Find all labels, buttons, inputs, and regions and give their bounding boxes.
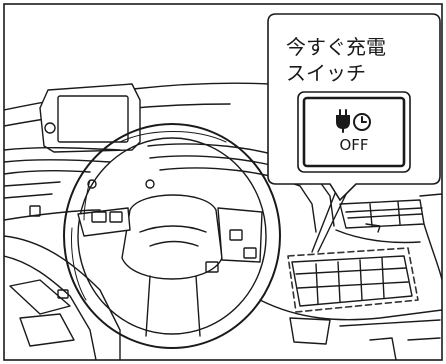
switch-off-label: OFF [339,136,368,154]
callout-title-line2: スイッチ [286,61,366,85]
steering-wheel [63,123,281,349]
center-console [4,235,121,360]
callout-box: 今すぐ充電 スイッチ OFF [267,13,441,202]
switch-highlight-dashed [287,247,419,313]
leader-line-2 [317,185,351,253]
center-display [39,83,141,153]
switch-panel [291,255,413,307]
dashboard-top-line [4,82,271,111]
leader-line-1 [311,185,339,253]
callout-title-line1: 今すぐ充電 [286,35,386,59]
immediate-charge-switch: OFF [297,91,411,173]
left-button [29,205,41,217]
image-border [3,3,443,361]
plug-clock-icon [336,109,371,133]
